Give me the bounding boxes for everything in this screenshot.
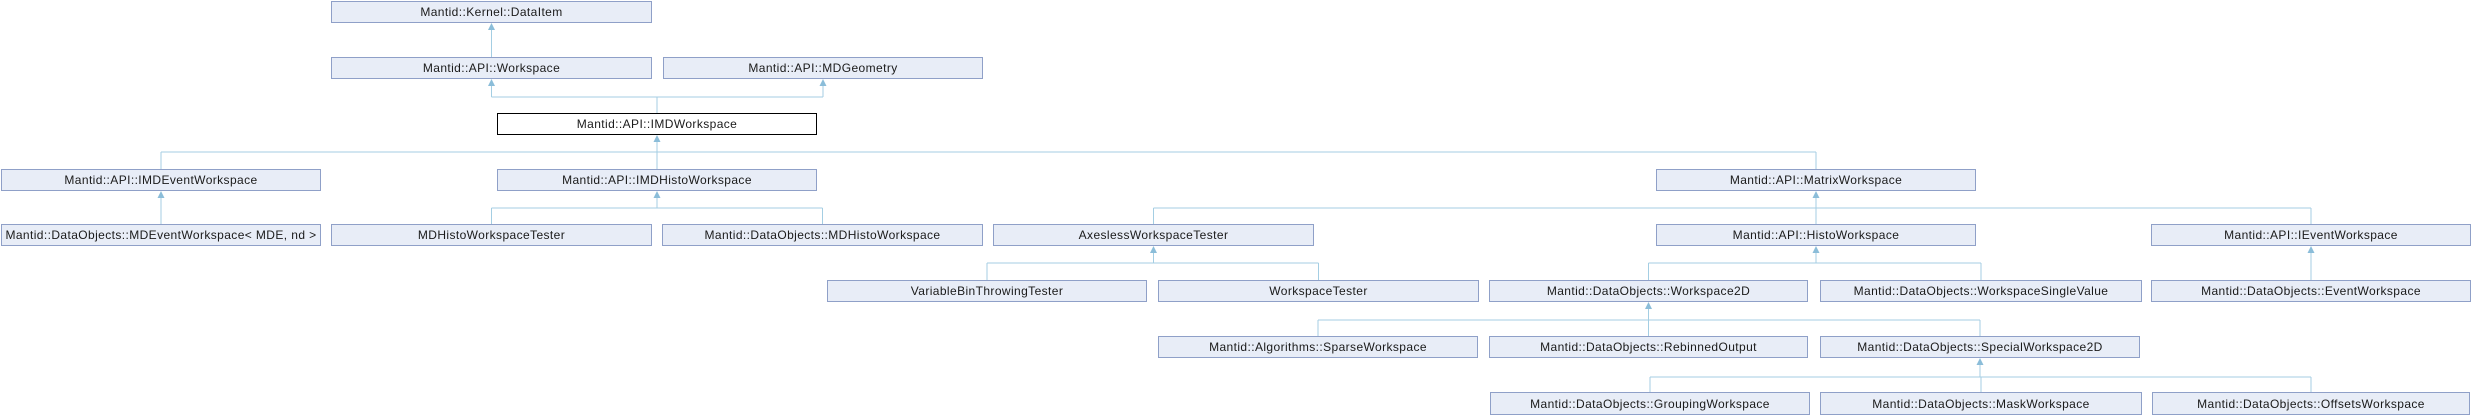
node-workspacesinglevalue[interactable]: Mantid::DataObjects::WorkspaceSingleValu… xyxy=(1820,280,2142,302)
node-mdhistoworkspace[interactable]: Mantid::DataObjects::MDHistoWorkspace xyxy=(662,224,983,246)
inheritance-edges xyxy=(160,30,2312,392)
node-imdworkspace: Mantid::API::IMDWorkspace xyxy=(497,113,817,135)
arrowhead xyxy=(488,79,495,86)
arrowhead xyxy=(1645,302,1652,309)
node-imdhistoworkspace[interactable]: Mantid::API::IMDHistoWorkspace xyxy=(497,169,817,191)
node-specialworkspace2d[interactable]: Mantid::DataObjects::SpecialWorkspace2D xyxy=(1820,336,2140,358)
node-mdgeometry[interactable]: Mantid::API::MDGeometry xyxy=(663,57,983,79)
arrowhead xyxy=(2307,246,2315,253)
node-imdeventworkspace[interactable]: Mantid::API::IMDEventWorkspace xyxy=(1,169,321,191)
node-mdhistoworkspacetester[interactable]: MDHistoWorkspaceTester xyxy=(331,224,652,246)
arrowhead xyxy=(1150,246,1157,253)
arrowhead xyxy=(653,191,661,198)
node-rebinnedoutput[interactable]: Mantid::DataObjects::RebinnedOutput xyxy=(1489,336,1808,358)
node-workspace[interactable]: Mantid::API::Workspace xyxy=(331,57,652,79)
node-axelessworkspacetester[interactable]: AxeslessWorkspaceTester xyxy=(993,224,1314,246)
arrowhead xyxy=(157,191,165,198)
node-matrixworkspace[interactable]: Mantid::API::MatrixWorkspace xyxy=(1656,169,1976,191)
node-eventworkspace[interactable]: Mantid::DataObjects::EventWorkspace xyxy=(2151,280,2471,302)
node-maskworkspace[interactable]: Mantid::DataObjects::MaskWorkspace xyxy=(1820,392,2142,415)
arrowhead xyxy=(653,135,661,142)
arrowhead xyxy=(1812,246,1820,253)
node-groupingworkspace[interactable]: Mantid::DataObjects::GroupingWorkspace xyxy=(1490,392,1810,415)
arrowhead xyxy=(1976,358,1984,365)
node-workspace2d[interactable]: Mantid::DataObjects::Workspace2D xyxy=(1489,280,1808,302)
node-workspacetester[interactable]: WorkspaceTester xyxy=(1158,280,1479,302)
node-mdeventworkspace[interactable]: Mantid::DataObjects::MDEventWorkspace< M… xyxy=(1,224,321,246)
node-histoworkspace[interactable]: Mantid::API::HistoWorkspace xyxy=(1656,224,1976,246)
arrowhead xyxy=(819,79,827,86)
node-ieventworkspace[interactable]: Mantid::API::IEventWorkspace xyxy=(2151,224,2471,246)
node-sparseworkspace[interactable]: Mantid::Algorithms::SparseWorkspace xyxy=(1158,336,1478,358)
node-offsetsworkspace[interactable]: Mantid::DataObjects::OffsetsWorkspace xyxy=(2152,392,2470,415)
node-dataitem[interactable]: Mantid::Kernel::DataItem xyxy=(331,1,652,23)
node-variablebinthrowingtester[interactable]: VariableBinThrowingTester xyxy=(827,280,1147,302)
arrowhead xyxy=(488,23,495,30)
arrowhead xyxy=(1812,191,1820,198)
